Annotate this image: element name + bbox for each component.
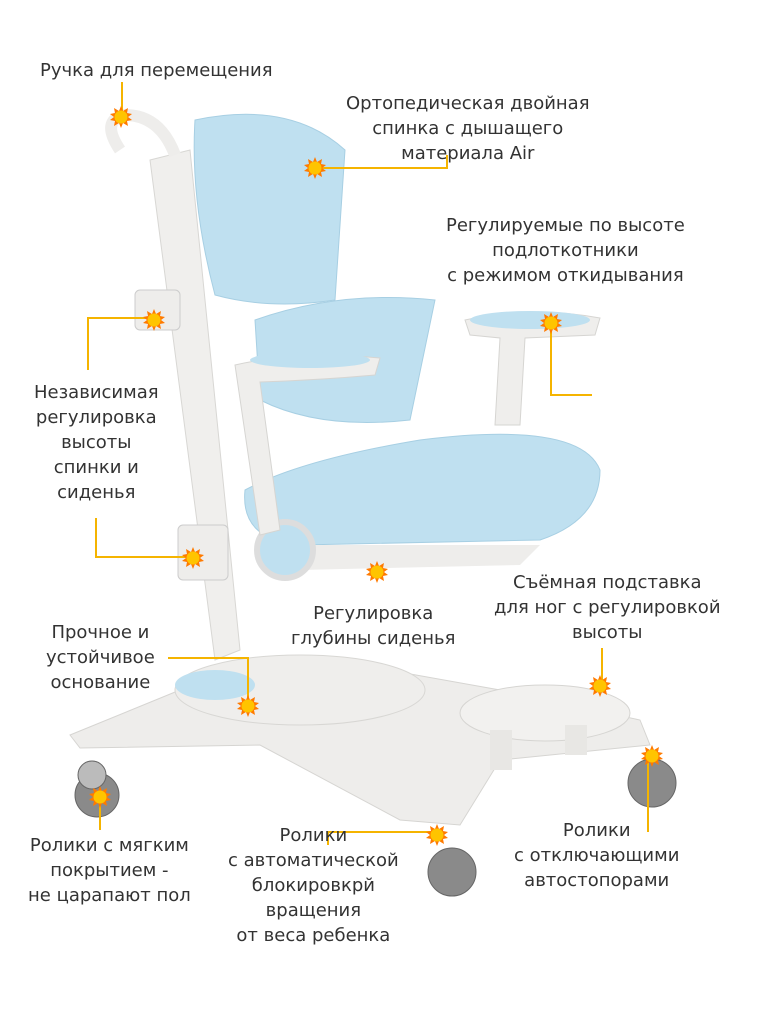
connector-line: [446, 155, 448, 169]
sun-icon: [110, 106, 132, 128]
label-line: спинка с дышащего: [372, 118, 564, 139]
sun-icon: [641, 745, 663, 767]
backrest-upper: [193, 113, 346, 305]
label-backrest: Ортопедическая двойная спинка с дышащего м…: [346, 91, 590, 166]
label-line: блокировкрй: [251, 875, 375, 896]
label-line: регулировка: [35, 407, 157, 428]
label-line: с отключающими: [514, 845, 680, 866]
label-line: вращения: [265, 900, 362, 921]
connector-line: [647, 756, 649, 832]
label-base: Прочное и устойчивое основание: [46, 620, 155, 695]
label-handle: Ручка для перемещения: [40, 58, 273, 83]
label-stopper-casters: Ролики с отключающими автостопорами: [514, 818, 679, 893]
label-line: спинки и: [53, 457, 139, 478]
sun-icon: [143, 309, 165, 331]
label-line: не царапают пол: [28, 885, 191, 906]
label-line: глубины сиденья: [291, 628, 456, 649]
connector-line: [87, 317, 153, 319]
base-platform: [174, 654, 426, 726]
label-soft-casters: Ролики с мягким покрытием - не царапают по…: [28, 833, 191, 908]
label-line: Ортопедическая двойная: [346, 93, 590, 114]
connector-line: [168, 657, 248, 659]
connector-line: [87, 317, 89, 370]
connector-line: [95, 556, 192, 558]
label-line: Прочное и: [51, 622, 150, 643]
connector-line: [121, 82, 123, 116]
label-line: Съёмная подставка: [513, 572, 702, 593]
sun-icon: [540, 312, 562, 334]
connector-line: [95, 518, 97, 558]
sun-icon: [366, 561, 388, 583]
sun-icon: [89, 786, 111, 808]
label-line: высоты: [572, 622, 643, 643]
label-height-adjust: Независимая регулировка высоты спинки и сиде…: [34, 380, 159, 505]
label-line: Ролики: [562, 820, 631, 841]
connector-line: [315, 167, 448, 169]
connector-line: [327, 831, 329, 845]
label-line: Ролики: [279, 825, 348, 846]
label-line: Регулировка: [313, 603, 434, 624]
label-locking-casters: Ролики с автоматической блокировкрй вращени…: [228, 823, 399, 948]
connector-line: [550, 394, 592, 396]
sun-icon: [304, 157, 326, 179]
label-line: материала Air: [401, 143, 535, 164]
label-line: сиденья: [57, 482, 136, 503]
connector-line: [99, 797, 101, 830]
label-line: для ног с регулировкой: [494, 597, 721, 618]
label-seat-depth: Регулировка глубины сиденья: [291, 601, 455, 651]
connector-line: [247, 657, 249, 706]
label-line: устойчивое: [46, 647, 155, 668]
label-footrest: Съёмная подставка для ног с регулировкой в…: [494, 570, 721, 645]
footrest: [459, 684, 631, 742]
label-line: высоты: [61, 432, 132, 453]
label-line: Ролики с мягким: [29, 835, 189, 856]
label-line: с автоматической: [228, 850, 399, 871]
label-line: подлоткотники: [492, 240, 639, 261]
label-line: от веса ребенка: [236, 925, 391, 946]
label-line: основание: [50, 672, 151, 693]
connector-line: [327, 831, 437, 833]
label-line: автостопорами: [524, 870, 670, 891]
label-line: Регулируемые по высоте: [446, 215, 685, 236]
label-armrests: Регулируемые по высоте подлоткотники с реж…: [446, 213, 685, 288]
connector-line: [601, 648, 603, 686]
sun-icon: [426, 824, 448, 846]
label-line: Независимая: [34, 382, 159, 403]
sun-icon: [237, 695, 259, 717]
label-line: Ручка для перемещения: [40, 60, 273, 81]
connector-line: [550, 323, 552, 395]
label-line: с режимом откидывания: [447, 265, 684, 286]
label-line: покрытием -: [50, 860, 169, 881]
sun-icon: [182, 547, 204, 569]
sun-icon: [589, 675, 611, 697]
